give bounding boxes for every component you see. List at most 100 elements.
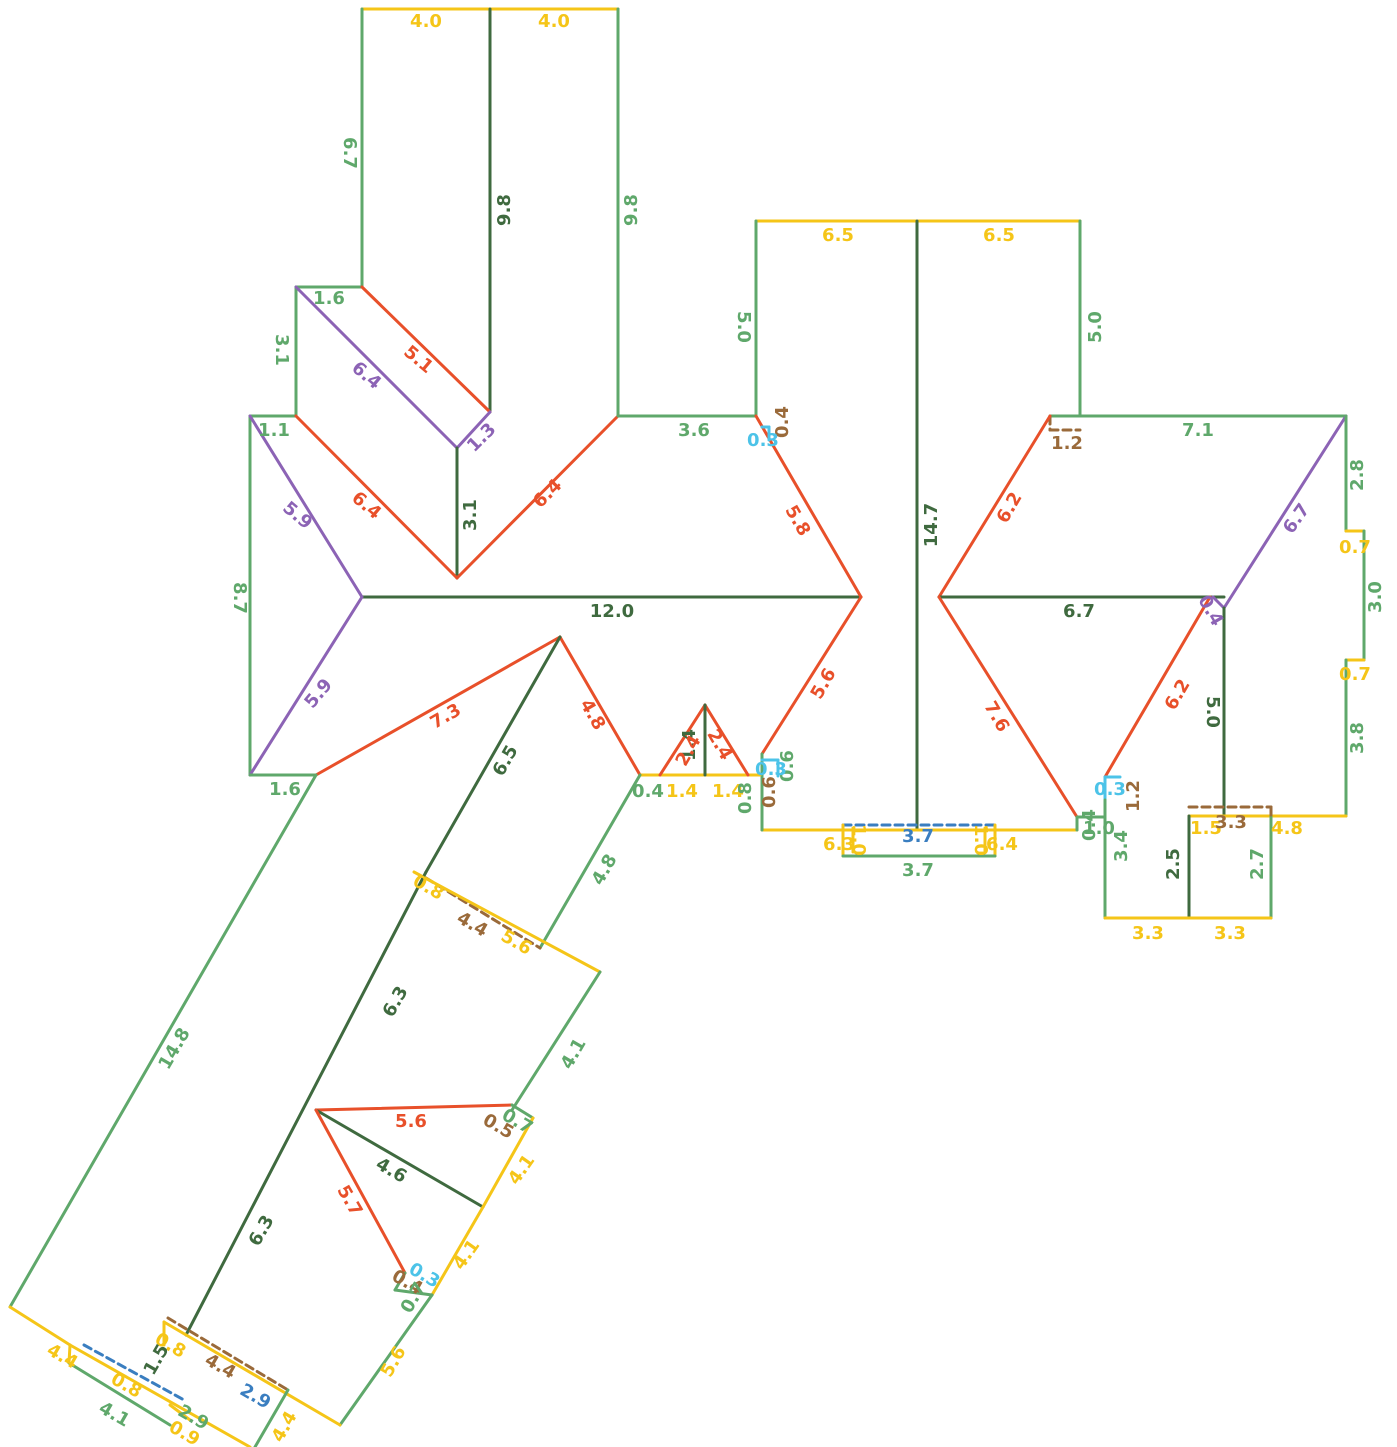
eave-line (162, 1320, 342, 1427)
measurement-label: 1.4 (712, 781, 744, 802)
eave-line (430, 1205, 485, 1297)
hip-line (703, 703, 750, 777)
ridge-line (424, 635, 562, 874)
measurement-label: 9.8 (621, 194, 642, 226)
hip-line (314, 1103, 514, 1112)
measurement-label: 5.9 (300, 675, 337, 713)
measurement-label: 1.6 (269, 779, 301, 800)
measurement-label: 5.6 (395, 1111, 427, 1132)
ridge-line (314, 1108, 485, 1209)
rake-line (67, 1361, 172, 1427)
measurement-label: 0.4 (632, 781, 664, 802)
measurement-label: 4.6 (372, 1154, 410, 1188)
rake-line (510, 970, 602, 1112)
measurement-label: 3.1 (460, 499, 481, 531)
measurement-label: 6.3 (245, 1212, 279, 1250)
measurement-label: 3.3 (1215, 812, 1247, 833)
measurement-label: 4.1 (95, 1398, 133, 1432)
measurement-label: 1.2 (1051, 433, 1083, 454)
hip-line (360, 285, 492, 414)
measurement-label: 5.6 (497, 926, 535, 960)
measurement-label: 0.3 (755, 759, 787, 780)
measurement-label: 4.8 (575, 696, 609, 734)
measurement-label: 0.3 (1094, 779, 1126, 800)
measurement-label: 5.6 (807, 665, 841, 703)
measurement-label: 6.5 (489, 742, 523, 780)
measurement-label: 0.8 (409, 871, 447, 905)
measurement-label: 6.4 (529, 475, 566, 512)
measurement-label: 5.9 (278, 497, 316, 534)
measurement-label: 1.2 (1123, 780, 1144, 812)
measurement-label: 3.1 (271, 334, 292, 366)
rake-line (510, 1103, 535, 1120)
measurement-label: 0.4 (772, 406, 793, 438)
hip-line (760, 595, 863, 756)
hip_alt-line (294, 285, 459, 450)
measurement-label: 5.0 (1085, 311, 1106, 343)
measurement-label: 14.7 (921, 503, 942, 547)
measurement-label: 2.8 (1347, 459, 1368, 491)
hip-line (937, 414, 1052, 599)
valley-line (166, 1316, 290, 1392)
measurement-label: 2.7 (1247, 848, 1268, 880)
measurement-label: 1.0 (848, 824, 869, 856)
measurement-label: 1.3 (463, 419, 500, 456)
measurement-label: 6.7 (1063, 601, 1095, 622)
measurement-label: 6.4 (347, 487, 385, 524)
hip-line (658, 703, 707, 777)
hip-line (754, 414, 863, 599)
hip-line (314, 635, 562, 777)
ridge-line (184, 870, 428, 1337)
measurement-label: 1.0 (970, 824, 991, 856)
measurement-label: 4.4 (201, 1350, 239, 1384)
hip-line (558, 635, 642, 777)
measurement-label: 0.7 (1339, 537, 1371, 558)
measurement-label: 2.4 (672, 732, 706, 770)
measurement-label: 6.5 (822, 225, 854, 246)
measurement-label: 1.4 (666, 781, 698, 802)
measurement-label: 6.3 (379, 983, 413, 1021)
measurement-label: 4.4 (268, 1408, 302, 1446)
measurement-label: 3.7 (902, 826, 934, 847)
hip-line (1103, 595, 1212, 779)
hip_alt-line (1211, 595, 1226, 610)
measurement-label: 3.4 (1111, 830, 1132, 862)
measurement-label: 6.4 (347, 357, 385, 394)
measurement-label: 0.3 (747, 430, 779, 451)
hip-line (937, 595, 1079, 819)
rake-line (253, 1388, 290, 1447)
eave-line (168, 1403, 192, 1422)
measurement-label: 1.1 (258, 420, 290, 441)
measurement-label: 1.6 (313, 288, 345, 309)
measurement-label: 6.7 (339, 137, 360, 169)
measurement-label: 4.8 (1271, 818, 1303, 839)
measurement-label: 5.6 (377, 1343, 411, 1381)
hip_alt-line (455, 410, 492, 450)
measurement-label: 6.2 (1161, 676, 1195, 714)
measurement-label: 5.7 (332, 1182, 366, 1220)
flat-line (82, 1343, 186, 1402)
measurement-label: 4.0 (538, 11, 570, 32)
rake-line (338, 1293, 434, 1427)
measurement-label: 0.8 (107, 1369, 145, 1403)
measurement-label: 6.2 (993, 489, 1027, 527)
measurement-label: 3.6 (678, 420, 710, 441)
measurement-label: 6.5 (983, 225, 1015, 246)
measurement-label: 6.3 (823, 834, 855, 855)
measurement-label: 1.4 (679, 729, 700, 761)
rake-line (393, 1271, 407, 1292)
measurement-label: 2.4 (702, 726, 736, 764)
eave-line (67, 1343, 72, 1365)
measurement-label: 1.0 (1083, 818, 1115, 839)
rake-line (393, 1288, 434, 1297)
measurement-label: 6.4 (986, 834, 1018, 855)
eave-line (8, 1305, 72, 1347)
measurement-label: 6.7 (1279, 500, 1314, 538)
rake-line (8, 773, 318, 1309)
measurement-label: 4.4 (453, 908, 491, 942)
measurement-label: 4.1 (504, 1151, 539, 1189)
measurement-label: 0.4 (1079, 809, 1100, 841)
measurement-label: 9.8 (494, 194, 515, 226)
